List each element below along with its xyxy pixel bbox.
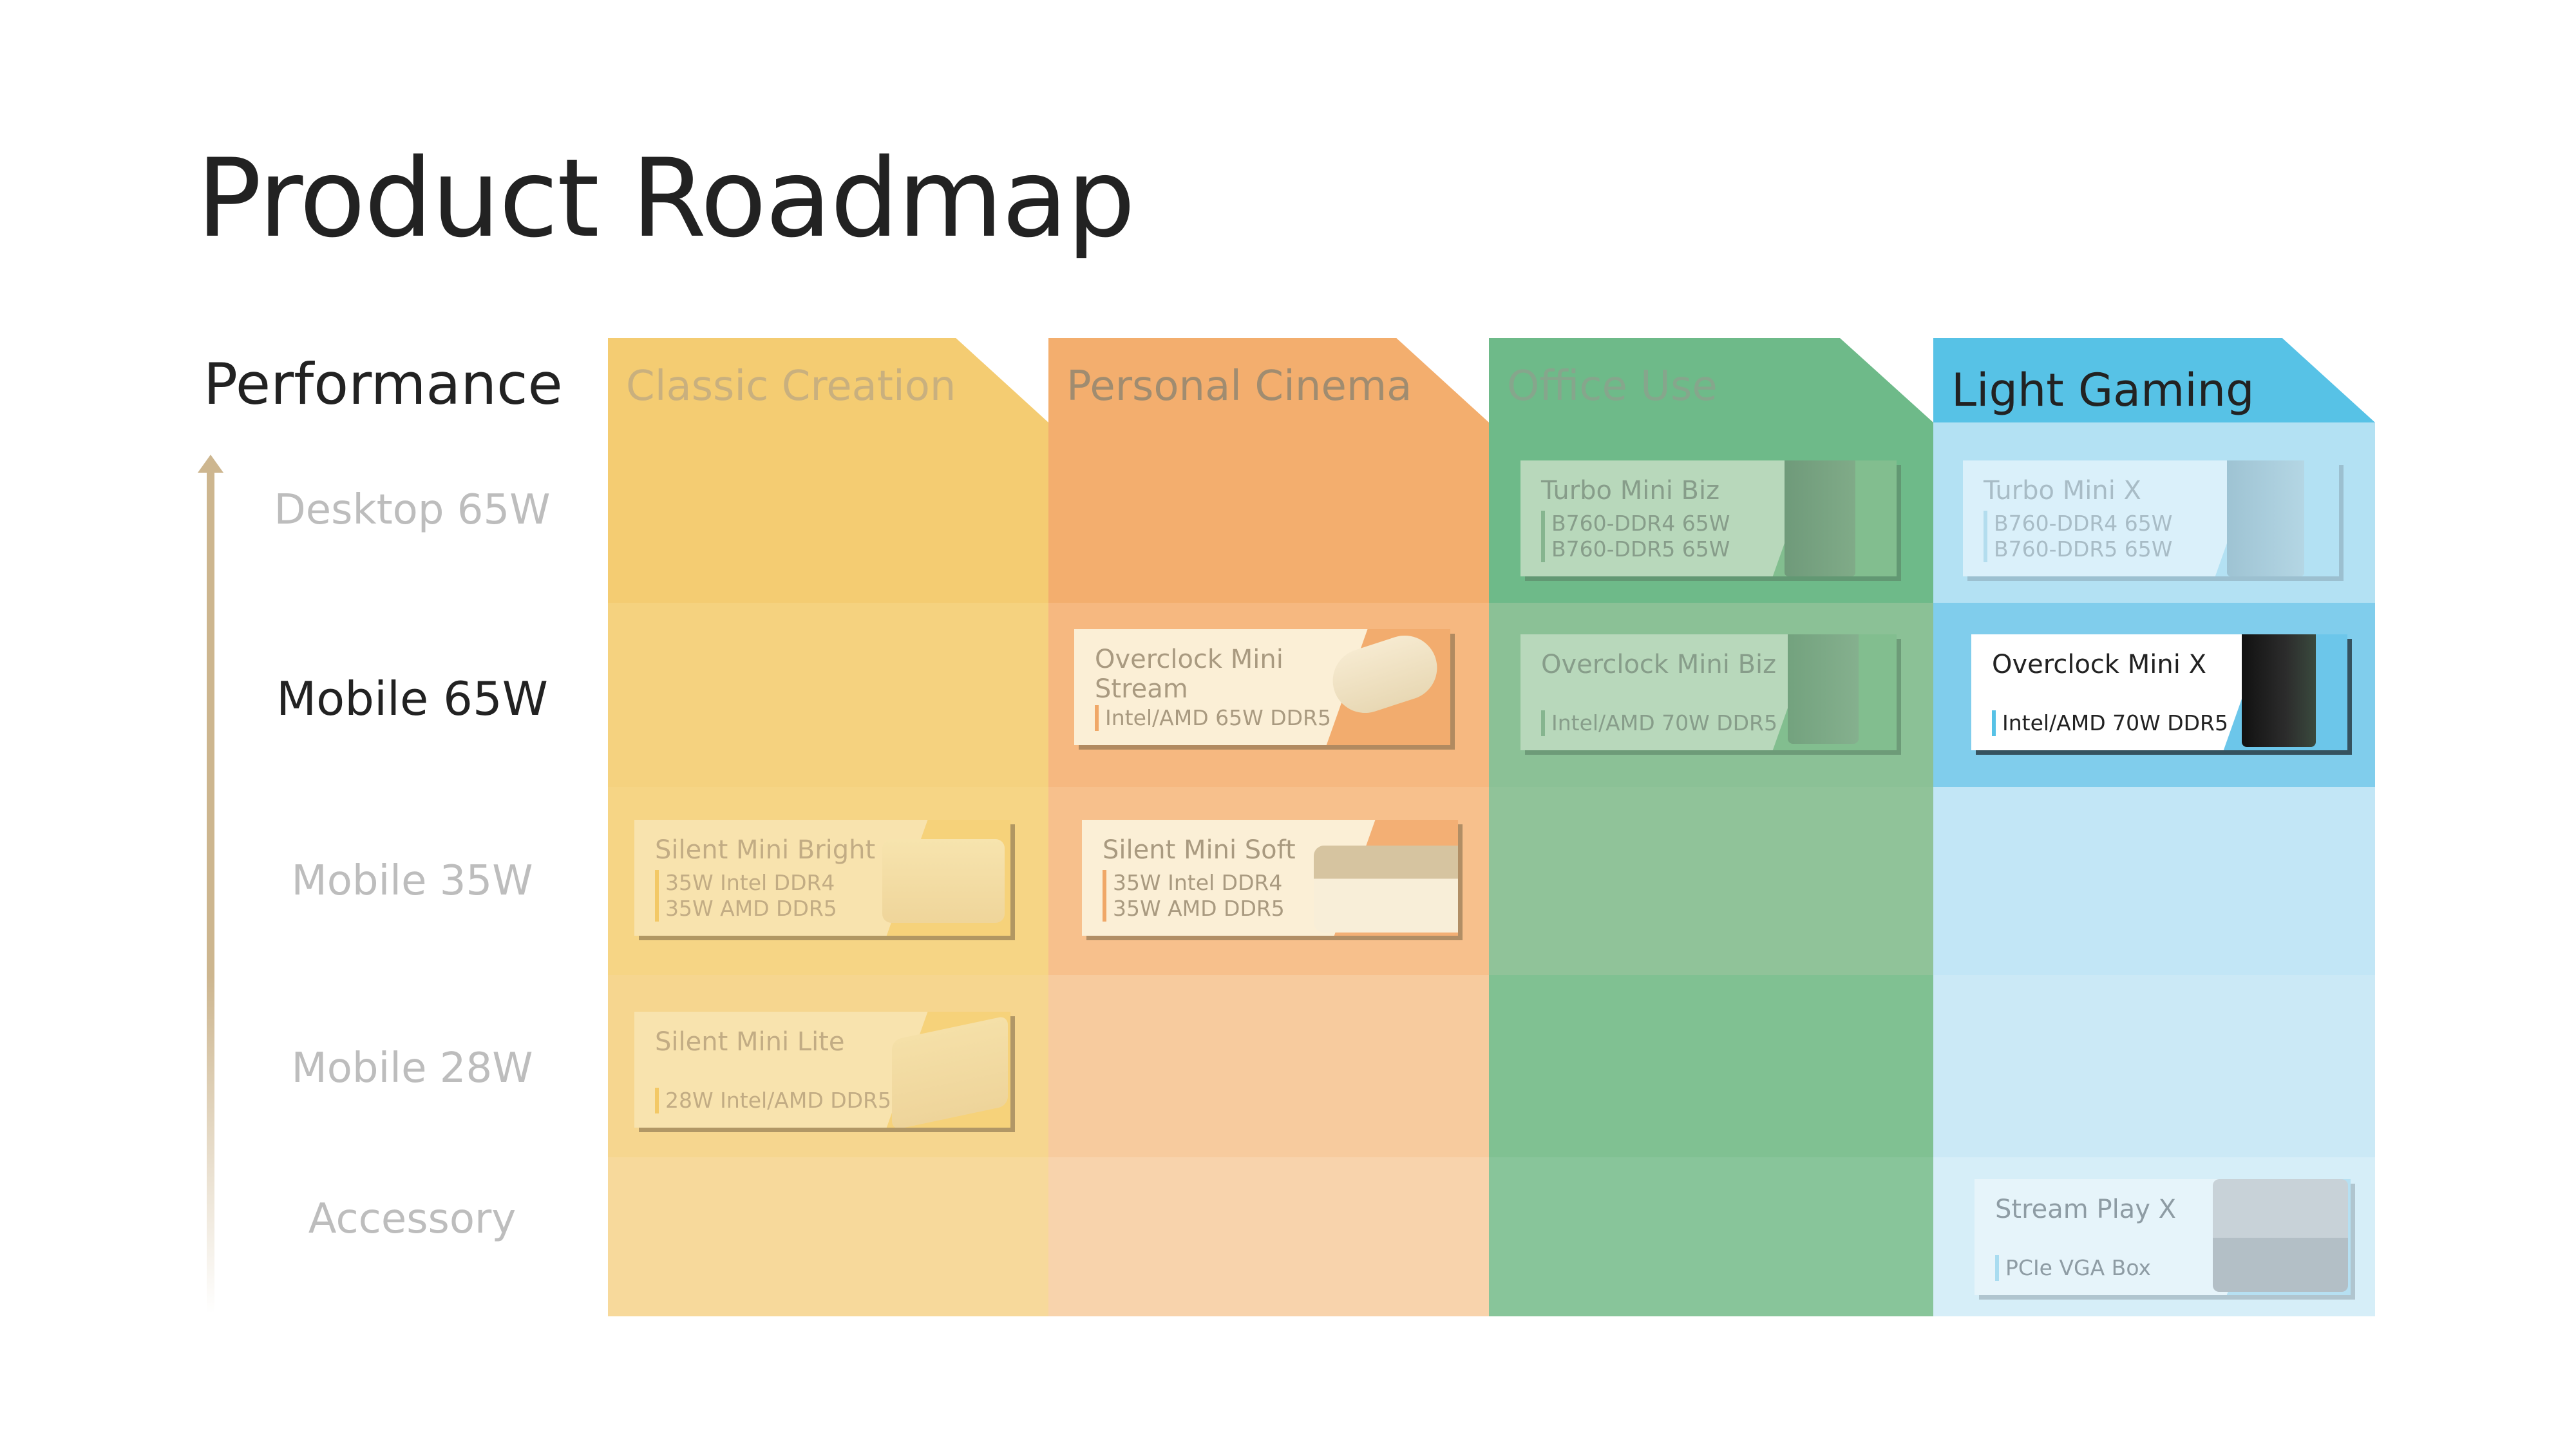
- category-header: Light Gaming: [1951, 364, 2255, 417]
- performance-arrow-shaft: [207, 470, 214, 1314]
- product-spec: PCIe VGA Box: [2005, 1255, 2152, 1280]
- mini-pc-tower-icon: [2242, 634, 2316, 747]
- product-spec: Intel/AMD 70W DDR5: [1551, 710, 1777, 735]
- tier-mobile-65w: Mobile 65W: [276, 672, 548, 726]
- product-name: Silent Mini Bright: [655, 835, 876, 865]
- product-card-stream-play-x[interactable]: Stream Play X PCIe VGA Box: [1975, 1179, 2351, 1295]
- product-name: Stream: [1095, 674, 1188, 704]
- tier-accessory: Accessory: [308, 1195, 516, 1243]
- mini-pc-tower-icon: [1788, 634, 1859, 744]
- performance-axis-label: Performance: [204, 351, 563, 417]
- mini-pc-tower-icon: [2227, 460, 2304, 576]
- product-spec: B760-DDR4 65W: [1994, 511, 2173, 536]
- product-name: Turbo Mini X: [1984, 476, 2141, 506]
- category-header: Office Use: [1507, 363, 1718, 410]
- gpu-box-icon: [2213, 1179, 2348, 1292]
- column-classic-creation: Classic Creation: [608, 338, 1048, 1316]
- arrow-up-icon: [198, 455, 223, 473]
- tier-desktop-65w: Desktop 65W: [274, 486, 551, 534]
- category-header: Classic Creation: [626, 363, 956, 410]
- product-spec: 28W Intel/AMD DDR5: [665, 1088, 891, 1113]
- mini-pc-cube-icon: [882, 839, 1005, 923]
- tier-mobile-28w: Mobile 28W: [291, 1045, 533, 1092]
- product-spec: B760-DDR5 65W: [1551, 536, 1730, 562]
- mini-pc-cube-icon: [1314, 846, 1458, 933]
- tier-mobile-35w: Mobile 35W: [291, 857, 533, 905]
- product-spec: 35W AMD DDR5: [1113, 896, 1285, 921]
- product-spec: Intel/AMD 65W DDR5: [1105, 705, 1331, 730]
- mini-pc-tower-icon: [1785, 460, 1855, 576]
- product-card-overclock-mini-biz[interactable]: Overclock Mini Biz Intel/AMD 70W DDR5: [1520, 634, 1897, 750]
- product-name: Overclock Mini X: [1992, 650, 2206, 679]
- product-name: Turbo Mini Biz: [1541, 476, 1720, 506]
- product-name: Overclock Mini Biz: [1541, 650, 1777, 679]
- product-spec: 35W AMD DDR5: [665, 896, 837, 921]
- product-spec: 35W Intel DDR4: [1113, 870, 1283, 895]
- product-spec: B760-DDR5 65W: [1994, 536, 2173, 562]
- product-name: Stream Play X: [1995, 1195, 2176, 1224]
- product-card-silent-mini-lite[interactable]: Silent Mini Lite 28W Intel/AMD DDR5: [634, 1012, 1010, 1128]
- page-title: Product Roadmap: [196, 135, 1135, 261]
- product-spec: Intel/AMD 70W DDR5: [2002, 710, 2228, 735]
- product-card-overclock-mini-x[interactable]: Overclock Mini X Intel/AMD 70W DDR5: [1971, 634, 2347, 750]
- product-name: Overclock Mini: [1095, 645, 1283, 674]
- product-name: Silent Mini Soft: [1103, 835, 1296, 865]
- product-spec: 35W Intel DDR4: [665, 870, 835, 895]
- product-spec: B760-DDR4 65W: [1551, 511, 1730, 536]
- product-name: Silent Mini Lite: [655, 1027, 845, 1057]
- category-header: Personal Cinema: [1066, 363, 1412, 410]
